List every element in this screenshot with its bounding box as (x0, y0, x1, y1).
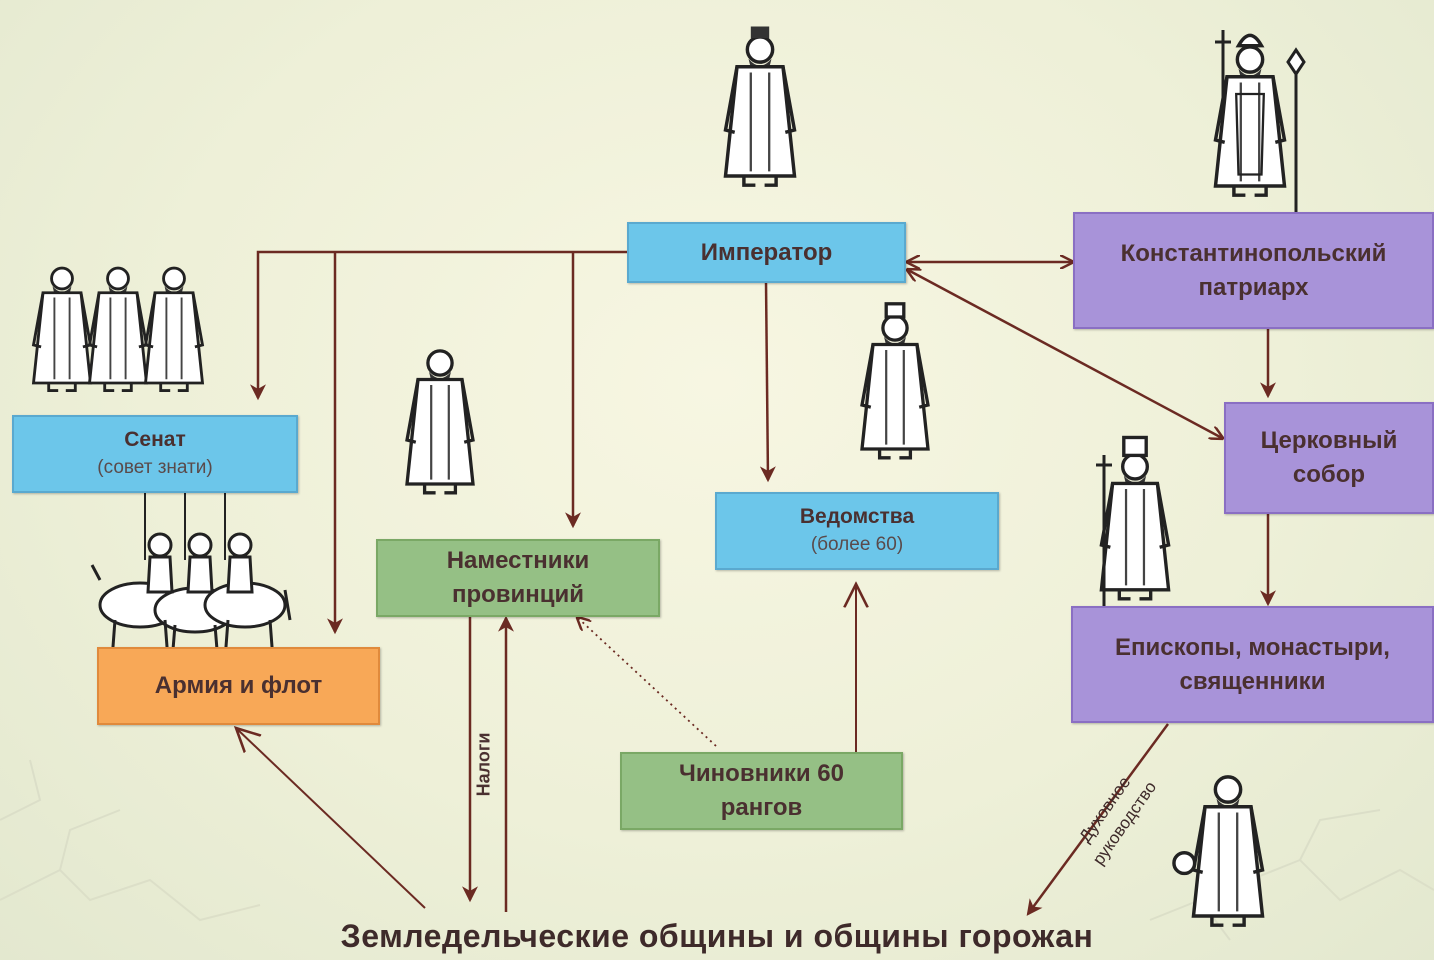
emperor-title: Император (700, 238, 833, 266)
patriarch-staff-icon (1286, 47, 1306, 225)
communities-label: Земледельческие общины и общины горожан (340, 918, 1094, 954)
emperor-box: Император (627, 222, 906, 283)
church-council-box: Церковный собор (1224, 402, 1434, 514)
church-council-title: Церковный собор (1260, 427, 1398, 488)
departments-title: Ведомства (799, 505, 915, 528)
arrow-emperor-council (908, 270, 1222, 438)
patriarch-box: Константинопольский патриарх (1073, 212, 1434, 329)
departments-subtitle: (более 60) (810, 534, 904, 555)
officials-box: Чиновники 60 рангов (620, 752, 903, 830)
army-title: Армия и флот (154, 672, 323, 699)
bishops-box: Епископы, монастыри, священники (1071, 606, 1434, 723)
senate-subtitle: (совет знати) (97, 457, 213, 478)
arrow-emperor-departments (759, 281, 776, 483)
arrow-officials-governors (578, 618, 717, 747)
patriarch-title: Константинопольский патриарх (1120, 239, 1387, 301)
arrow-communities-army (236, 728, 426, 909)
taxes-label: Налоги (473, 732, 494, 797)
senate-title: Сенат (124, 428, 186, 451)
emperor-figure (723, 26, 797, 187)
arrow-emperor-senate (250, 250, 628, 401)
cavalry-figure (90, 490, 292, 663)
senate-box: Сенат (совет знати) (12, 415, 298, 493)
arrow-bishops-communities (1026, 723, 1170, 916)
patriarch-cross-icon (1215, 30, 1231, 100)
army-box: Армия и флот (97, 647, 380, 725)
monk-cross-icon (1096, 455, 1112, 620)
officials-title: Чиновники 60 рангов (679, 760, 844, 821)
departments-box: Ведомства (более 60) (715, 492, 999, 570)
governors-box: Наместники провинций (376, 539, 660, 617)
patriarch-figure (1213, 33, 1287, 197)
bishops-title: Епископы, монастыри, священники (1115, 633, 1390, 695)
governors-title: Наместники провинций (446, 547, 590, 608)
townsman-figure (1172, 775, 1265, 927)
